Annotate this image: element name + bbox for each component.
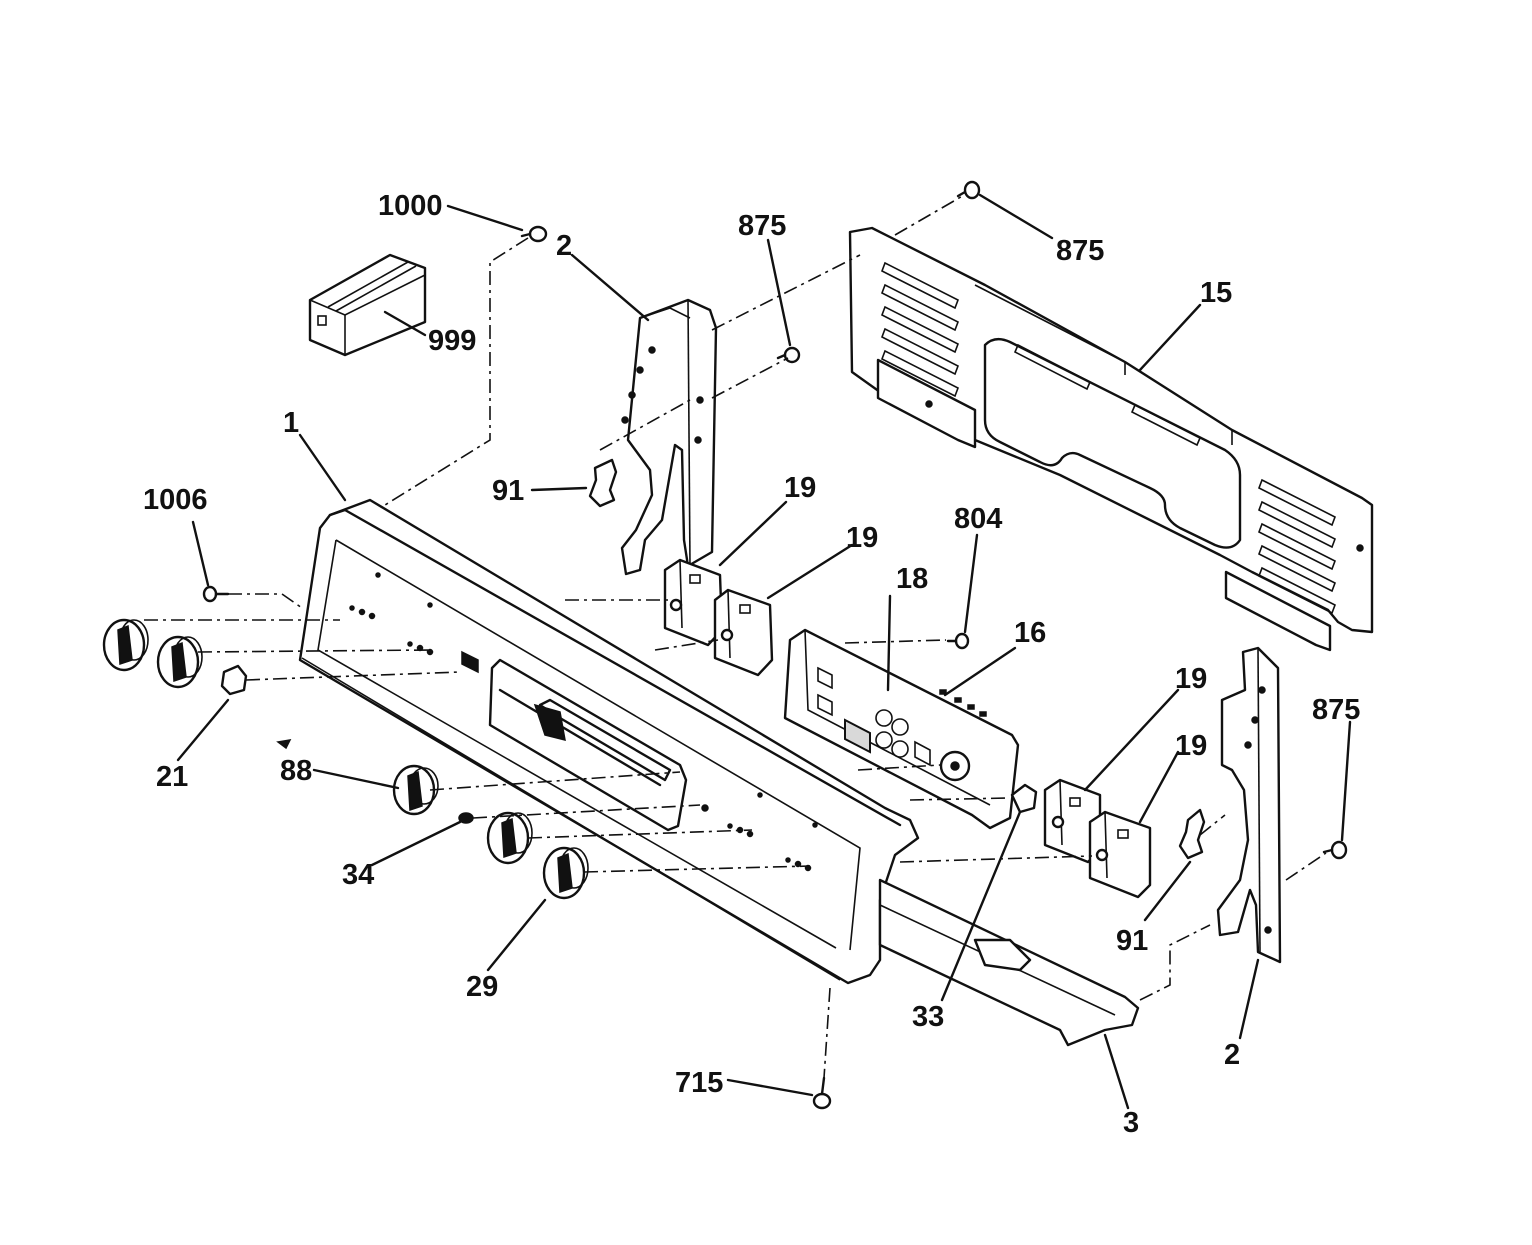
knob-1 [102, 618, 149, 672]
callout-16: 16 [1014, 617, 1046, 649]
screw-875-a [776, 346, 801, 364]
manual-box-999 [308, 253, 427, 357]
switch-1 [663, 558, 724, 647]
assembly-lines [144, 193, 1327, 1079]
main-console-panel [298, 498, 920, 985]
callout-999: 999 [428, 325, 476, 357]
side-bracket-right [1216, 646, 1282, 964]
callout-19-d: 19 [1175, 730, 1207, 762]
light-switch-21 [220, 664, 248, 696]
callout-875-c: 875 [1312, 694, 1360, 726]
callout-91-upper: 91 [492, 475, 524, 507]
callout-34: 34 [342, 859, 374, 891]
clip-upper [588, 458, 618, 508]
screw-875-b [956, 180, 981, 200]
callout-19-a: 19 [784, 472, 816, 504]
knob-88 [392, 764, 439, 816]
control-board [783, 628, 1020, 830]
screw-tiny [276, 739, 292, 750]
side-bracket-left [620, 298, 718, 576]
knob-2 [156, 635, 203, 689]
callout-2-bottom: 2 [1224, 1039, 1240, 1071]
callout-29: 29 [466, 971, 498, 1003]
callout-91-lower: 91 [1116, 925, 1148, 957]
callout-21: 21 [156, 761, 188, 793]
callout-875-b: 875 [1056, 235, 1104, 267]
back-panel [848, 226, 1374, 652]
screw-715 [812, 1076, 832, 1110]
callout-18: 18 [896, 563, 928, 595]
callout-19-b: 19 [846, 522, 878, 554]
callout-1: 1 [283, 407, 299, 439]
switch-2 [713, 588, 774, 677]
callout-1006: 1006 [143, 484, 208, 516]
leader-lines [176, 193, 1352, 1110]
switch-4 [1088, 810, 1152, 899]
screw-875-c [1322, 840, 1348, 860]
callout-875-a: 875 [738, 210, 786, 242]
callout-804: 804 [954, 503, 1002, 535]
callout-88: 88 [280, 755, 312, 787]
callout-labels: 1000 999 2 875 875 15 1 1006 91 19 19 80… [143, 190, 1360, 1139]
callout-1000: 1000 [378, 190, 443, 222]
terminal-block [1010, 783, 1038, 814]
callout-3: 3 [1123, 1107, 1139, 1139]
spring-34 [458, 812, 474, 824]
front-trim [878, 878, 1140, 1047]
screw-1006 [202, 585, 230, 603]
callout-15: 15 [1200, 277, 1232, 309]
clip-lower [1178, 808, 1206, 860]
callout-715: 715 [675, 1067, 723, 1099]
callout-2-top: 2 [556, 230, 572, 262]
screw-1000 [520, 225, 548, 243]
callout-19-c: 19 [1175, 663, 1207, 695]
screw-804 [946, 632, 970, 650]
knob-29 [542, 846, 589, 900]
callout-33: 33 [912, 1001, 944, 1033]
knob-3 [486, 811, 533, 865]
